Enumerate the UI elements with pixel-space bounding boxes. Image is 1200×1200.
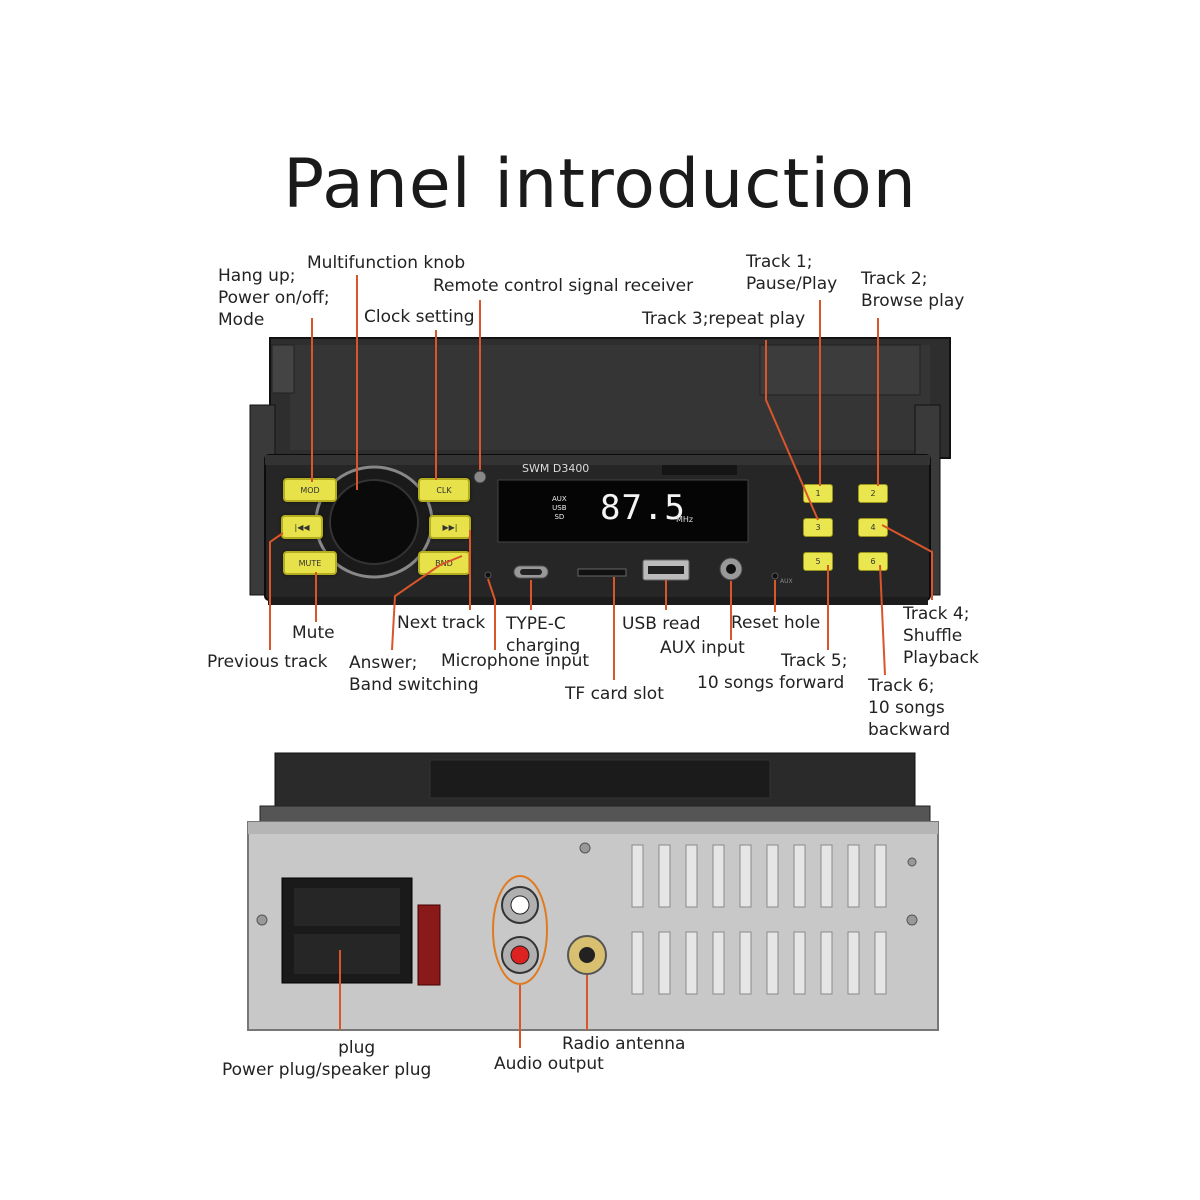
vent-slot	[739, 931, 752, 995]
model-label: SWM D3400	[522, 462, 590, 475]
preset-6-label: 6	[870, 557, 876, 566]
mute-button-label: MUTE	[298, 558, 322, 568]
display-frequency: 87.5	[600, 488, 686, 528]
label-reset-hole: Reset hole	[731, 613, 821, 633]
label-type-c: TYPE-C charging	[506, 613, 580, 657]
next-button-label: ▶▶|	[442, 522, 458, 532]
track6-line-1: Track 6;	[868, 676, 935, 696]
preset-4-label: 4	[870, 523, 876, 532]
vent-slot	[820, 931, 833, 995]
track1-line-1: Track 1;	[746, 252, 813, 272]
vent-slot	[766, 931, 779, 995]
preset-5-label: 5	[815, 557, 821, 566]
prev-track-button[interactable]: |◀◀	[281, 515, 323, 539]
label-microphone: Microphone input	[441, 651, 590, 671]
answer-line-1: Answer;	[349, 653, 418, 673]
next-track-button[interactable]: ▶▶|	[429, 515, 471, 539]
aux-jack-label: AUX	[780, 578, 793, 585]
vent-slot	[820, 844, 833, 908]
vent-slot	[631, 844, 644, 908]
label-tf-card: TF card slot	[565, 684, 664, 704]
answer-line-2: Band switching	[349, 675, 479, 695]
plug-line-1: plug	[338, 1038, 376, 1058]
label-usb-read: USB read	[622, 614, 701, 634]
label-track6: Track 6; 10 songs backward	[868, 675, 950, 741]
hang-up-line-2: Power on/off;	[218, 288, 330, 308]
mode-button-label: MOD	[300, 485, 320, 495]
vent-slot	[685, 844, 698, 908]
page-title: Panel introduction	[283, 145, 917, 224]
vent-slot	[658, 844, 671, 908]
track6-line-2: 10 songs	[868, 698, 945, 718]
track6-line-3: backward	[868, 720, 951, 740]
track1-line-2: Pause/Play	[746, 274, 838, 294]
vent-slot	[874, 844, 887, 908]
label-track1: Track 1; Pause/Play	[746, 251, 837, 295]
label-mute: Mute	[292, 623, 335, 643]
track5-line-1: Track 5;	[781, 651, 848, 671]
preset-1-label: 1	[815, 489, 821, 498]
display-unit: MHz	[676, 515, 694, 524]
vent-slot	[793, 931, 806, 995]
vent-slot	[685, 931, 698, 995]
vent-slot	[766, 844, 779, 908]
vent-slot	[712, 844, 725, 908]
label-clock-setting: Clock setting	[364, 307, 475, 327]
hang-up-line-3: Mode	[218, 310, 265, 330]
track4-line-2: Shuffle	[903, 626, 963, 646]
vent-slot	[712, 931, 725, 995]
plug-line-2: Power plug/speaker plug	[222, 1060, 432, 1080]
track2-line-2: Browse play	[861, 291, 965, 311]
label-track5: Track 5; 10 songs forward	[697, 650, 847, 694]
vent-slot	[793, 844, 806, 908]
label-plug: plug Power plug/speaker plug	[222, 1037, 431, 1081]
source-aux: AUX	[552, 495, 567, 503]
label-multifunction-knob: Multifunction knob	[307, 253, 466, 273]
track4-line-3: Playback	[903, 648, 979, 668]
vent-slot	[874, 931, 887, 995]
label-track3: Track 3;repeat play	[642, 309, 806, 329]
label-answer: Answer; Band switching	[349, 652, 479, 696]
track5-line-2: 10 songs forward	[697, 673, 845, 693]
preset-2-label: 2	[870, 489, 876, 498]
preset-3-label: 3	[815, 523, 821, 532]
label-next-track: Next track	[397, 613, 486, 633]
vent-slot	[739, 844, 752, 908]
label-track4: Track 4; Shuffle Playback	[903, 603, 979, 669]
clock-button-label: CLK	[436, 485, 452, 495]
mute-button[interactable]: MUTE	[283, 551, 337, 575]
track2-line-1: Track 2;	[861, 269, 928, 289]
prev-button-label: |◀◀	[294, 522, 310, 532]
mode-button[interactable]: MOD	[283, 478, 337, 502]
source-sd: SD	[554, 513, 565, 521]
source-usb: USB	[552, 504, 567, 512]
label-hang-up: Hang up; Power on/off; Mode	[218, 265, 330, 331]
vent-slot	[847, 844, 860, 908]
vent-slot	[847, 931, 860, 995]
type-c-line-1: TYPE-C	[506, 614, 566, 634]
vent-slot	[658, 931, 671, 995]
display-sources: AUX USB SD	[552, 495, 567, 522]
preset-1-button[interactable]: 1	[803, 484, 833, 503]
label-track2: Track 2; Browse play	[861, 268, 964, 312]
label-radio-antenna: Radio antenna	[562, 1034, 686, 1054]
label-remote-receiver: Remote control signal receiver	[433, 276, 694, 296]
preset-2-button[interactable]: 2	[858, 484, 888, 503]
type-c-line-2: charging	[506, 636, 581, 656]
hang-up-line-1: Hang up;	[218, 266, 296, 286]
clock-button[interactable]: CLK	[418, 478, 470, 502]
label-aux-input: AUX input	[660, 638, 745, 658]
vent-slot	[631, 931, 644, 995]
label-previous-track: Previous track	[207, 652, 328, 672]
label-audio-output: Audio output	[494, 1054, 604, 1074]
preset-5-button[interactable]: 5	[803, 552, 833, 571]
track4-line-1: Track 4;	[903, 604, 970, 624]
